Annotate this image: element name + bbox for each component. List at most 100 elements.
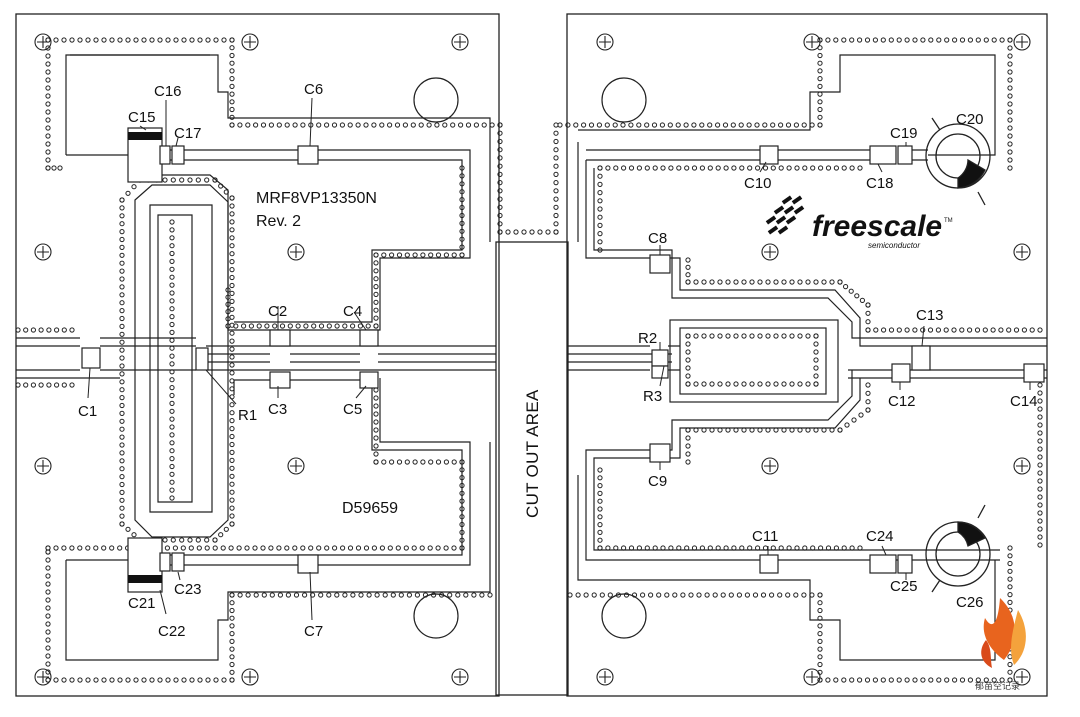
via (597, 498, 603, 504)
via (865, 407, 871, 413)
via (125, 526, 131, 532)
via (667, 122, 673, 128)
via (45, 117, 51, 123)
via (189, 677, 195, 683)
via (53, 545, 59, 551)
via (420, 459, 426, 465)
via (1037, 526, 1043, 532)
via (809, 122, 815, 128)
via (597, 537, 603, 543)
via (326, 323, 332, 329)
right-board-traces (568, 54, 1047, 661)
via (597, 490, 603, 496)
via (373, 435, 379, 441)
via (428, 252, 434, 258)
via (229, 378, 235, 384)
via (668, 165, 674, 171)
via (741, 427, 747, 433)
via (473, 122, 479, 128)
via (229, 600, 235, 606)
via (1037, 462, 1043, 468)
capacitor-c6 (297, 145, 319, 165)
via (773, 381, 779, 387)
via (229, 298, 235, 304)
via (720, 592, 726, 598)
via (821, 427, 827, 433)
via (825, 545, 832, 551)
via (229, 235, 235, 241)
via (412, 252, 418, 258)
via (373, 459, 379, 465)
via (119, 221, 125, 227)
via (38, 327, 44, 333)
label-c5: C5 (343, 401, 362, 418)
via (904, 327, 910, 333)
via (769, 592, 775, 598)
via (685, 459, 691, 465)
via (975, 37, 981, 43)
via (373, 403, 379, 409)
via (865, 399, 871, 405)
via (169, 321, 175, 328)
via (944, 677, 950, 683)
via (778, 165, 784, 171)
via (597, 506, 603, 512)
via (229, 481, 235, 487)
via (119, 481, 125, 488)
via (187, 177, 193, 183)
via (1037, 494, 1043, 500)
via (865, 310, 871, 316)
via (169, 298, 175, 304)
via (896, 327, 902, 333)
via (85, 37, 91, 43)
via (597, 173, 603, 179)
label-r2: R2 (638, 330, 657, 347)
via (229, 607, 235, 614)
via (521, 229, 527, 235)
via (119, 276, 125, 282)
via (1037, 446, 1043, 452)
via-rows (15, 37, 1043, 683)
via (730, 122, 736, 128)
via (459, 197, 465, 203)
via (268, 545, 274, 551)
mounting-hole (34, 457, 52, 475)
via (237, 122, 243, 128)
via (169, 345, 175, 351)
via (381, 459, 387, 465)
via (553, 171, 559, 177)
via (817, 83, 823, 90)
via (169, 329, 175, 335)
via (414, 592, 420, 598)
via (781, 381, 787, 387)
capacitor-c4 (359, 329, 379, 347)
via (382, 592, 388, 598)
via (311, 323, 317, 329)
via (680, 592, 686, 598)
via (394, 122, 401, 128)
via (170, 537, 176, 543)
mounting-hole (1013, 668, 1031, 686)
via (54, 382, 60, 388)
via (704, 592, 710, 598)
via (61, 37, 67, 43)
via (529, 229, 535, 235)
via (676, 545, 682, 551)
via (1037, 470, 1043, 476)
via (817, 607, 823, 614)
via (451, 252, 457, 258)
via (685, 264, 691, 270)
via (793, 122, 800, 128)
via (455, 592, 461, 598)
via (45, 669, 51, 675)
via (497, 221, 503, 227)
via (459, 521, 465, 528)
via (229, 251, 235, 257)
via (363, 122, 369, 128)
via (489, 122, 495, 128)
via (119, 339, 125, 345)
via (1007, 109, 1013, 115)
via (628, 545, 635, 551)
via (109, 677, 115, 683)
via (149, 677, 155, 683)
